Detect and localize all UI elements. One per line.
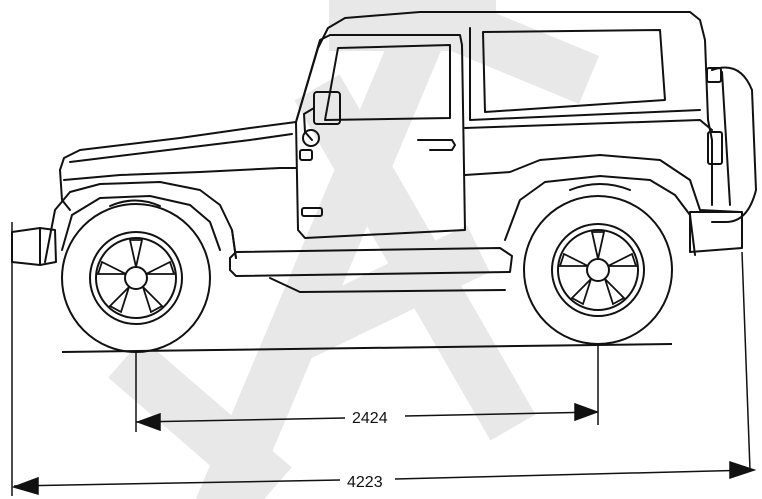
spare-tire	[711, 66, 757, 223]
roof-bracket	[706, 67, 722, 83]
wheelbase-arrow-left	[135, 412, 161, 432]
watermark	[108, 0, 599, 499]
length-line-left	[13, 479, 341, 487]
rear-arch-vent	[569, 183, 631, 191]
door-outline	[295, 34, 466, 239]
hood-crease	[69, 133, 293, 163]
ext-line-rear	[741, 251, 751, 471]
vehicle-outline	[11, 11, 757, 293]
front-fender-flare	[44, 181, 237, 263]
mirror-mount	[302, 129, 320, 147]
rear-fender-flare	[504, 175, 696, 256]
body-bottom	[231, 229, 237, 259]
length-arrow-left	[11, 476, 39, 495]
door-window	[324, 44, 451, 121]
wheelbase-line-left	[135, 417, 346, 423]
rear-wheel	[523, 195, 673, 345]
door-handle	[417, 139, 456, 151]
front-wheel	[61, 203, 211, 353]
dimension-lines	[11, 222, 757, 496]
front-arch-inner	[61, 195, 221, 251]
mirror-arm	[303, 107, 315, 141]
front-arch-vent	[109, 199, 161, 207]
door-hinge-top	[299, 149, 313, 161]
rear-window-frame	[469, 27, 701, 121]
length-arrow-right	[729, 460, 757, 480]
spare-tire-inner	[721, 71, 731, 206]
wheelbase-line-right	[404, 411, 599, 417]
beltline	[464, 119, 713, 131]
rocker-lower	[269, 277, 506, 293]
grille-front	[59, 169, 71, 211]
rear-side-window	[482, 29, 666, 113]
door-hinge-bottom	[301, 207, 323, 217]
rocker-panel	[229, 247, 513, 277]
fender-line	[63, 167, 297, 181]
rear-quarter	[464, 154, 741, 213]
length-line-right	[394, 469, 753, 480]
rear-bumper	[689, 211, 743, 253]
ground-line	[61, 343, 673, 353]
overall-length-label: 4223	[347, 474, 383, 491]
tail-light	[707, 131, 723, 165]
wheelbase-arrow-right	[574, 402, 600, 422]
front-bumper	[11, 227, 57, 266]
wheelbase-label: 2424	[352, 410, 388, 427]
